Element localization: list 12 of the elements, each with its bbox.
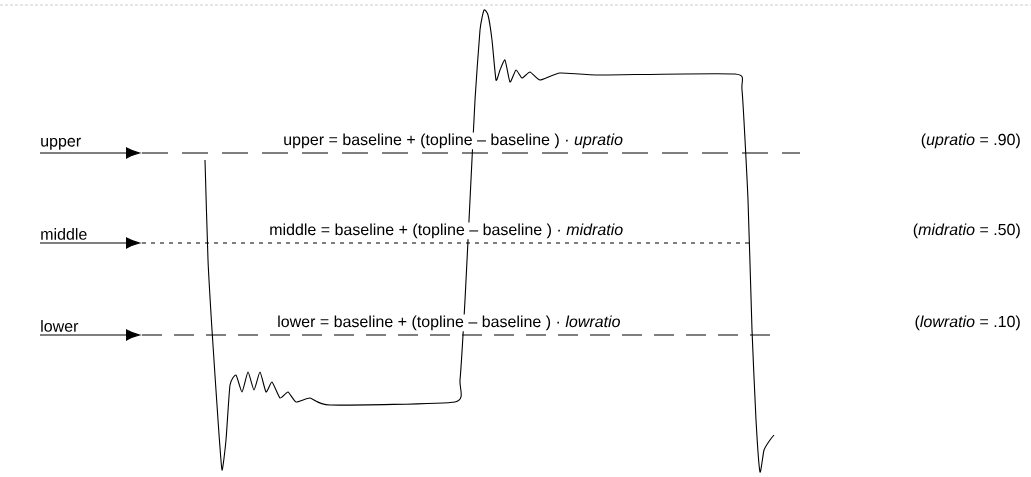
arrow xyxy=(39,147,141,159)
ratio-text: (upratio = .90) xyxy=(919,132,1022,150)
formula-text: upper = baseline + (topline – baseline ) · upratio xyxy=(282,132,624,150)
ratio-text: (midratio = .50) xyxy=(911,222,1022,240)
arrow xyxy=(39,329,141,341)
level-name: upper xyxy=(41,137,81,150)
formula-text: middle = baseline + (topline – baseline ) · midratio xyxy=(268,222,625,240)
level-name: lower xyxy=(41,320,79,332)
ratio-text: (lowratio = .10) xyxy=(913,314,1022,332)
arrow xyxy=(39,237,141,249)
level-name: middle xyxy=(41,228,87,240)
formula-text: lower = baseline + (topline – baseline ) · lowratio xyxy=(276,314,622,332)
